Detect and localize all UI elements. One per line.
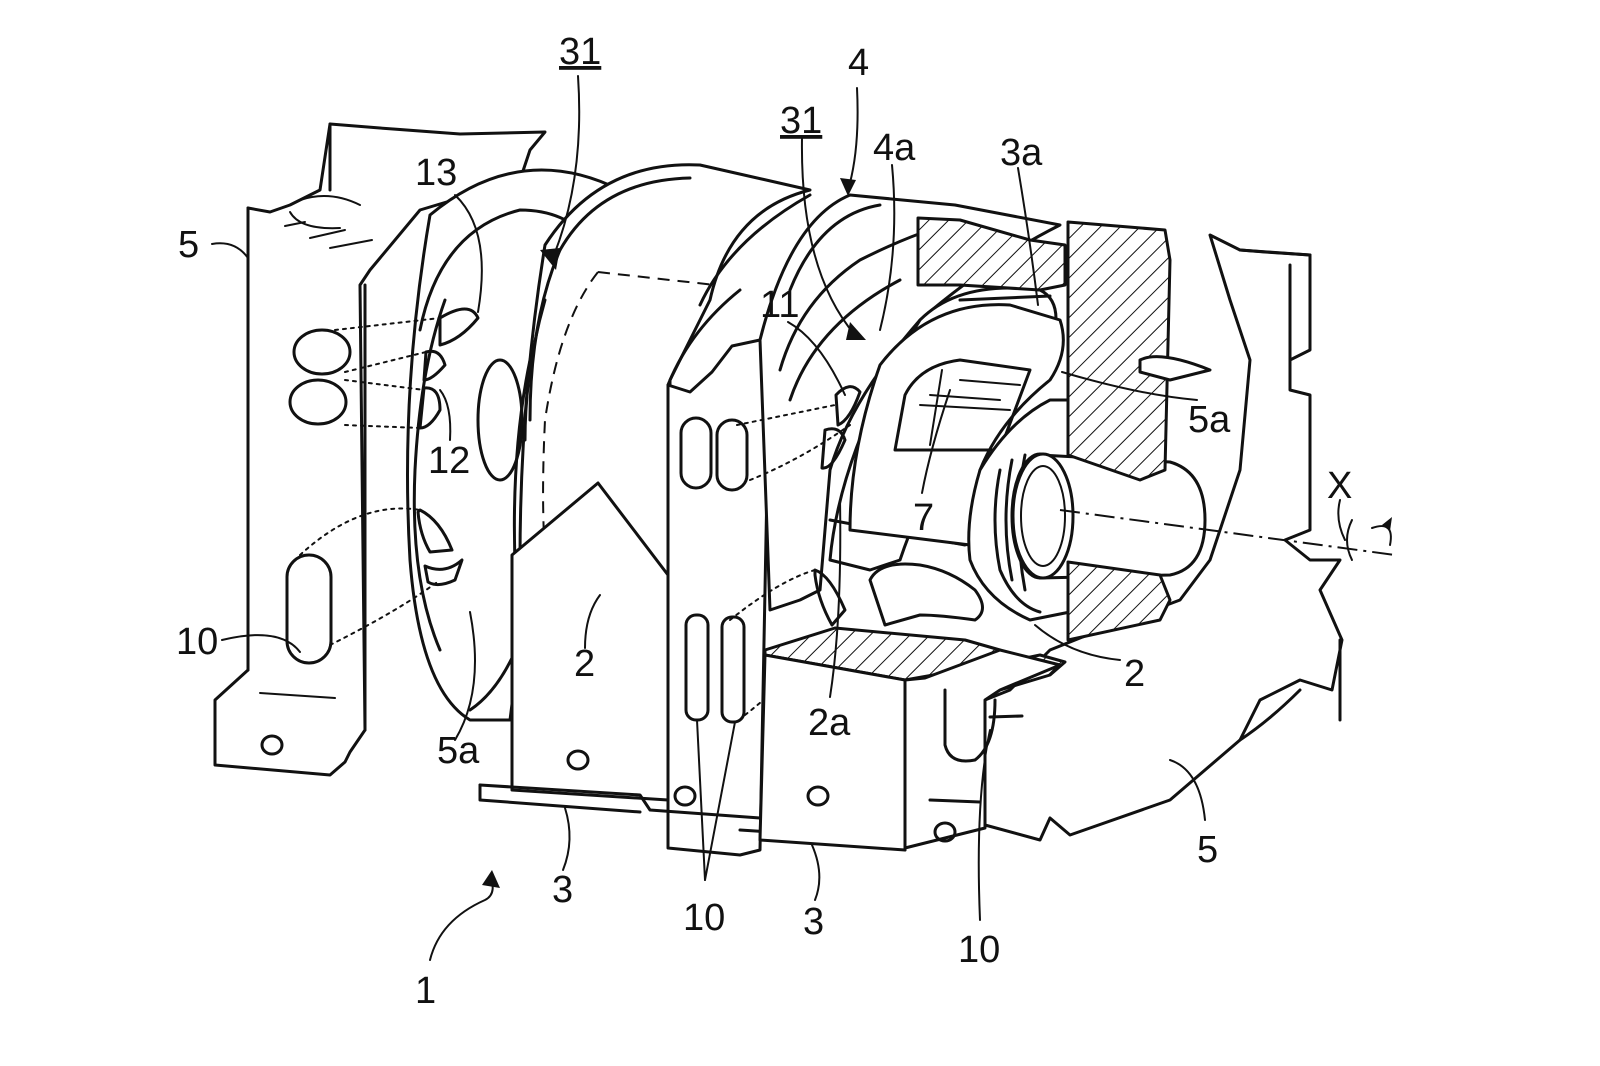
axis-x — [1059, 509, 1396, 561]
label-port-right: 10 — [958, 929, 1000, 971]
label-engine: 1 — [415, 970, 436, 1012]
label-port-12: 12 — [428, 440, 470, 482]
left-end-housing — [213, 122, 547, 777]
label-chamber-left: 31 — [559, 31, 601, 73]
label-side-surface: 3a — [1000, 132, 1043, 174]
label-port-left: 10 — [176, 621, 218, 663]
label-eccentric-left: 5a — [437, 730, 480, 772]
label-rotor-flank: 4a — [873, 127, 916, 169]
label-side-housing-left: 3 — [552, 869, 573, 911]
label-trochoid-surface: 2a — [808, 702, 851, 744]
center-side-housing — [666, 193, 812, 857]
rotor-body — [848, 303, 1065, 627]
label-end-housing-right: 5 — [1197, 829, 1218, 871]
left-side-housing-disc — [406, 168, 622, 722]
label-chamber-right: 31 — [780, 100, 822, 142]
label-end-housing-left: 5 — [178, 224, 199, 266]
right-rotor-housing-block — [758, 648, 1062, 852]
ring-ports — [813, 385, 862, 627]
label-port-13: 13 — [415, 152, 457, 194]
center-rotor-housing — [510, 163, 812, 802]
right-end-housing — [983, 233, 1344, 842]
reference-labels: 31 4 31 4a 3a 5 13 11 5a 12 X 7 10 2 2 2… — [176, 31, 1352, 1012]
label-rotor-housing-left: 2 — [574, 643, 595, 685]
label-axis: X — [1327, 465, 1352, 507]
label-port-11: 11 — [760, 284, 799, 326]
leader-lines — [211, 75, 1346, 961]
label-apex-seal: 7 — [913, 497, 934, 539]
hatched-sections — [763, 216, 1212, 692]
left-passages — [299, 317, 441, 646]
label-rotor-housing-right: 2 — [1124, 653, 1145, 695]
output-shaft — [967, 398, 1207, 622]
label-eccentric-right-top: 5a — [1188, 399, 1231, 441]
label-side-housing-mid: 3 — [803, 901, 824, 943]
label-port-center: 10 — [683, 897, 725, 939]
label-rotor: 4 — [848, 42, 869, 84]
